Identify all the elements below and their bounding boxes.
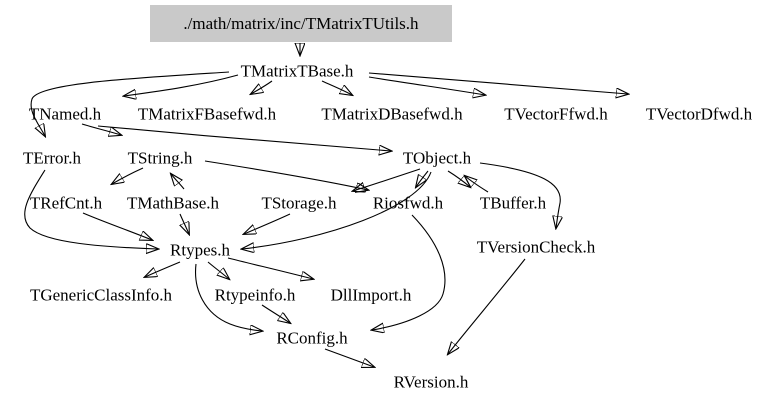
edge-TMathBase-TString: [171, 174, 185, 190]
node-tbuffer[interactable]: TBuffer.h: [479, 193, 547, 213]
edge-TMatrixTBase-TNamed: [124, 74, 239, 96]
node-tversioncheck[interactable]: TVersionCheck.h: [476, 237, 596, 257]
edge-TRefCnt-Rtypes: [82, 212, 152, 240]
edge-RConfig-RVersion: [324, 348, 374, 367]
node-tvectorffwd[interactable]: TVectorFfwd.h: [504, 104, 608, 124]
edge-Rtypes-TGenericClassInfo: [145, 261, 181, 277]
node-tmatrixtbase[interactable]: TMatrixTBase.h: [240, 61, 354, 81]
edge-Rtypes-Rtypeinfo: [207, 261, 229, 279]
node-tgenericclassinfo[interactable]: TGenericClassInfo.h: [29, 285, 173, 305]
node-rtypeinfo[interactable]: Rtypeinfo.h: [214, 285, 296, 305]
edge-TError-Rtypes: [24, 169, 158, 249]
edge-TObject-TBuffer: [447, 170, 470, 187]
node-tstring[interactable]: TString.h: [127, 148, 193, 168]
edge-TVersionCheck-RVersion: [448, 258, 526, 354]
node-tstorage[interactable]: TStorage.h: [261, 193, 337, 213]
edge-TObject-Riosfwd: [416, 170, 429, 187]
node-trefcnt[interactable]: TRefCnt.h: [29, 193, 103, 213]
edge-TObject-TVersionCheck: [479, 162, 560, 228]
node-tvectordfwd[interactable]: TVectorDfwd.h: [645, 104, 753, 124]
edge-TNamed-TString: [81, 123, 121, 135]
edge-TMatrixTBase-TMatrixDBasefwd: [321, 80, 352, 95]
node-dllimport[interactable]: DllImport.h: [330, 285, 412, 305]
edge-TBuffer-TObject: [465, 176, 489, 193]
edge-Rtypeinfo-RConfig: [261, 304, 290, 323]
edge-TMatrixTBase-TError: [30, 71, 230, 136]
node-tmatrixfbasefwd[interactable]: TMatrixFBasefwd.h: [137, 104, 277, 124]
node-tmatrixdbasefwd[interactable]: TMatrixDBasefwd.h: [321, 104, 463, 124]
node-terror[interactable]: TError.h: [22, 148, 82, 168]
edge-TNamed-TObject: [97, 125, 391, 151]
edge-TMatrixTBase-TVectorFfwd: [368, 76, 485, 95]
node-riosfwd[interactable]: Riosfwd.h: [372, 193, 444, 213]
node-tnamed[interactable]: TNamed.h: [28, 104, 102, 124]
edge-TString-Riosfwd: [204, 160, 368, 190]
node-rconfig[interactable]: RConfig.h: [276, 328, 348, 348]
edge-TMathBase-Rtypes: [180, 213, 189, 234]
node-rtypes[interactable]: Rtypes.h: [170, 240, 230, 260]
edge-Riosfwd-RConfig: [372, 214, 446, 330]
edge-Rtypes-DllImport: [227, 257, 313, 279]
edge-TStorage-Rtypes: [244, 213, 291, 234]
node-rversion[interactable]: RVersion.h: [393, 372, 469, 392]
edge-TObject-TStorage: [353, 168, 421, 191]
edge-TMatrixTBase-TMatrixFBasefwd: [251, 80, 273, 94]
edge-TObject-Rtypes: [242, 171, 432, 249]
node-tmathbase[interactable]: TMathBase.h: [126, 193, 220, 213]
edge-Rtypes-RConfig: [195, 263, 262, 331]
edge-TMatrixTBase-TVectorDfwd: [368, 72, 628, 94]
node-tmatrixtutils-root: ./math/matrix/inc/TMatrixTUtils.h: [150, 5, 452, 42]
node-tobject[interactable]: TObject.h: [402, 148, 472, 168]
edge-TString-TRefCnt: [112, 167, 144, 184]
